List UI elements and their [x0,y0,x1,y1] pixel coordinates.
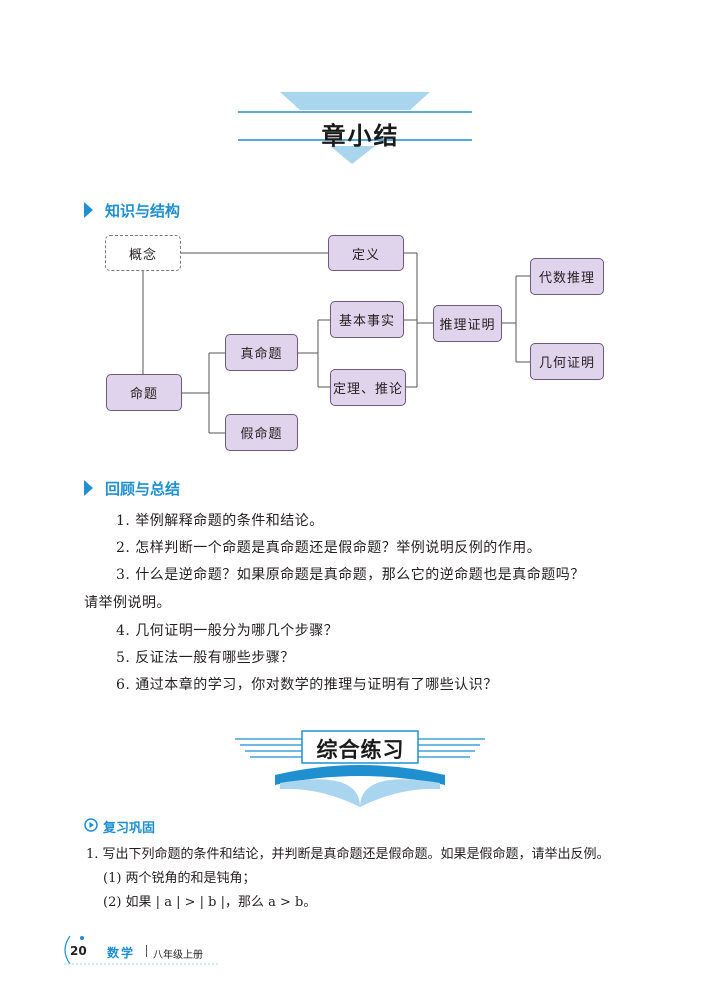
proposition-box: 命题 [106,374,182,411]
play-circle-icon [84,818,98,832]
section-arrow-icon [84,480,93,496]
review-question-2: 2. 怎样判断一个命题是真命题还是假命题？举例说明反例的作用。 [116,540,542,556]
definition-box: 定义 [328,235,404,271]
theorem-box: 定理、推论 [330,369,406,406]
practice-banner-graphic [235,730,485,807]
page-number: 20 [70,944,87,958]
review-question-3: 3. 什么是逆命题？如果原命题是真命题，那么它的逆命题也是真命题吗？ [116,567,585,583]
review-consolidate-title: 复习巩固 [103,821,156,836]
true-proposition-box: 真命题 [225,334,298,371]
practice-title: 综合练习 [316,737,405,762]
false-proposition-box: 假命题 [225,414,298,451]
footer-subject: 数学 [107,946,136,960]
section-title-review: 回顾与总结 [105,480,181,498]
review-question-4: 4. 几何证明一般分为哪几个步骤？ [116,623,339,639]
exercise-1-part-2: (2) 如果 | a | > | b |，那么 a > b。 [103,895,317,910]
basic-fact-box: 基本事实 [330,301,404,338]
exercise-1: 1. 写出下列命题的条件和结论，并判断是真命题还是假命题。如果是假命题，请举出反… [86,847,610,862]
concept-box: 概念 [105,235,181,271]
exercise-1-part-1: (1) 两个锐角的和是钝角； [103,871,256,886]
footer-divider [146,945,147,957]
review-question-6: 6. 通过本章的学习，你对数学的推理与证明有了哪些认识？ [116,677,498,693]
reasoning-proof-box: 推理证明 [433,305,502,342]
section-arrow-icon [84,202,93,218]
chapter-summary-title: 章小结 [321,121,400,150]
algebra-reasoning-box: 代数推理 [530,258,604,295]
page-number-ornament [64,935,218,965]
review-question-3-cont: 请举例说明。 [84,595,171,611]
review-question-1: 1. 举例解释命题的条件和结论。 [116,513,324,529]
review-question-5: 5. 反证法一般有哪些步骤？ [116,650,295,666]
chapter-header-graphic [238,92,472,164]
footer-grade: 八年级上册 [153,950,203,961]
section-title-knowledge: 知识与结构 [105,202,181,220]
geometry-proof-box: 几何证明 [530,343,604,380]
